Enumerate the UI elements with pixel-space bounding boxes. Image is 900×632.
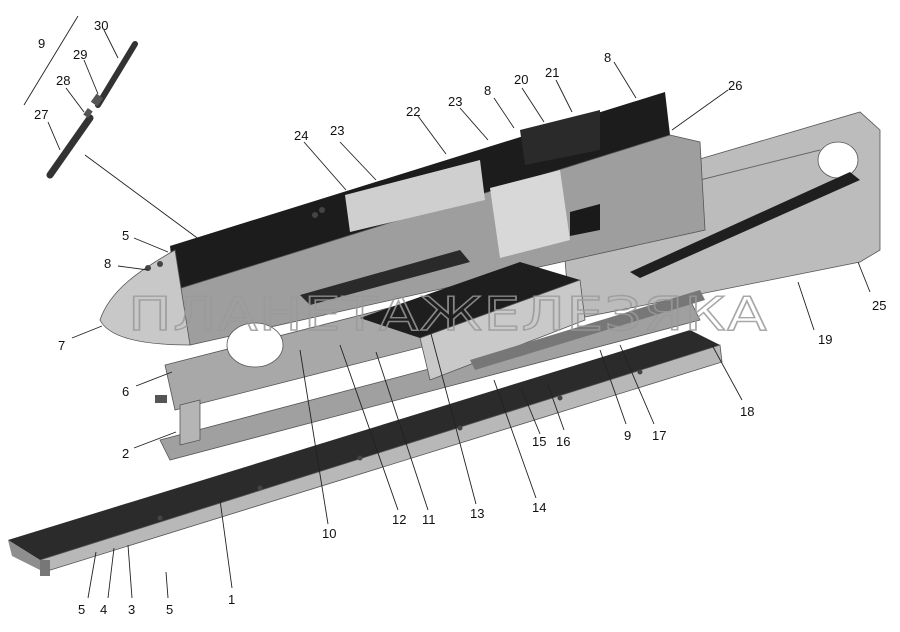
watermark-text: ПЛАНЕТАЖЕЛЕЗЯКА (128, 287, 768, 341)
callout-label: 5 (166, 602, 173, 617)
callout-label: 3 (128, 602, 135, 617)
callout-label: 8 (484, 83, 491, 98)
callout-label: 26 (728, 78, 742, 93)
callout-label: 6 (122, 384, 129, 399)
upper-panel-assembly (170, 92, 706, 346)
callout-label: 2 (122, 446, 129, 461)
callout-label: 18 (740, 404, 754, 419)
callout-label: 29 (73, 47, 87, 62)
callout-labels: 9 30 29 28 27 8 21 20 8 23 22 26 24 23 5… (34, 18, 886, 617)
callout-label: 10 (322, 526, 336, 541)
callout-label: 16 (556, 434, 570, 449)
callout-label: 9 (624, 428, 631, 443)
callout-label: 1 (228, 592, 235, 607)
callout-label: 22 (406, 104, 420, 119)
callout-label: 27 (34, 107, 48, 122)
central-box (300, 250, 705, 381)
detached-rod (46, 41, 138, 179)
callout-label: 11 (422, 512, 436, 527)
callout-label: 25 (872, 298, 886, 313)
callout-label: 13 (470, 506, 484, 521)
callout-label: 12 (392, 512, 406, 527)
callout-label: 20 (514, 72, 528, 87)
callout-label: 14 (532, 500, 546, 515)
callout-label: 21 (545, 65, 559, 80)
callout-label: 5 (78, 602, 85, 617)
bottom-rail (8, 330, 723, 576)
rear-panel (559, 111, 881, 321)
callout-label: 15 (532, 434, 546, 449)
callout-label: 8 (104, 256, 111, 271)
callout-label: 17 (652, 428, 666, 443)
callout-label: 7 (58, 338, 65, 353)
left-end-panel (99, 207, 325, 346)
callout-label: 28 (56, 73, 70, 88)
callout-label: 9 (38, 36, 45, 51)
callout-label: 4 (100, 602, 107, 617)
callout-label: 23 (330, 123, 344, 138)
callout-label: 5 (122, 228, 129, 243)
callout-label: 23 (448, 94, 462, 109)
callout-label: 8 (604, 50, 611, 65)
callout-label: 30 (94, 18, 108, 33)
leader-lines (23, 15, 871, 599)
callout-label: 24 (294, 128, 308, 143)
callout-label: 19 (818, 332, 832, 347)
